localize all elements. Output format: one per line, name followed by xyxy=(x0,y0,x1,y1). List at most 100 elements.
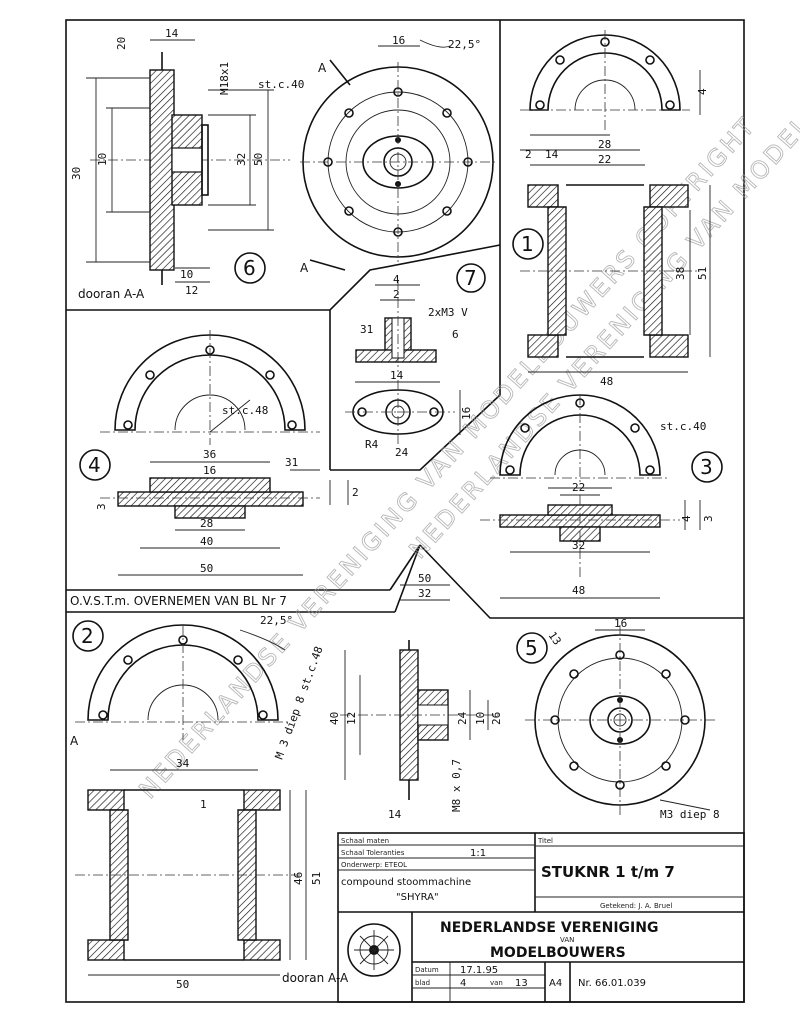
takeover-note-text: O.V.S.T.m. OVERNEMEN VAN BL Nr 7 xyxy=(70,594,287,608)
p1-dim-38: 38 xyxy=(674,267,687,280)
part-7-views: 4 2 2xM3 V 31 6 14 16 R4 24 7 xyxy=(345,263,486,459)
p4-dim-28: 28 xyxy=(200,517,213,530)
p2-balloon xyxy=(72,620,104,652)
p5-number: 5 xyxy=(525,636,538,660)
p7-dim-4: 4 xyxy=(393,273,400,286)
p5-dim-14: 14 xyxy=(388,808,402,821)
p7-balloon xyxy=(456,263,486,293)
p4-dim-31: 31 xyxy=(285,456,298,469)
association-logo xyxy=(347,923,401,977)
p5-tap-note: M3 diep 8 xyxy=(660,808,720,821)
p6-bolt-circle: st.c.40 xyxy=(258,78,304,91)
tb-tolerance-value: 1:1 xyxy=(470,848,486,859)
p5-dim-50: 50 xyxy=(418,572,431,585)
p1-dim-14: 14 xyxy=(545,148,559,161)
tb-subject-name: "SHYRA" xyxy=(396,892,439,903)
p5-dim-16: 16 xyxy=(614,617,627,630)
p6-dim-10b: 10 xyxy=(180,268,193,281)
p7-dim-16: 16 xyxy=(460,407,473,420)
p4-dim-16: 16 xyxy=(203,464,216,477)
tb-title: STUKNR 1 t/m 7 xyxy=(541,863,675,881)
p3-balloon xyxy=(691,451,723,483)
p6-dim-32: 32 xyxy=(235,153,248,166)
tb-label-scale: Schaal maten xyxy=(341,837,389,845)
p4-number: 4 xyxy=(88,453,101,477)
p6-marker-bottom: A xyxy=(300,261,309,275)
p1-dim-51: 51 xyxy=(696,267,709,280)
p7-dim-14: 14 xyxy=(390,369,404,382)
tb-label-tolerances: Schaal Toleranties xyxy=(341,849,405,857)
tb-label-date: Datum xyxy=(415,966,439,974)
p6-marker-top: A xyxy=(318,61,327,75)
p6-dim-12: 12 xyxy=(185,284,198,297)
tb-association-line3: MODELBOUWERS xyxy=(490,945,626,961)
tb-date: 17.1.95 xyxy=(460,965,498,976)
p1-dim-48: 48 xyxy=(600,375,613,388)
p4-balloon xyxy=(79,449,111,481)
p5-dim-40: 40 xyxy=(328,712,341,725)
p1-balloon xyxy=(512,228,544,260)
p2-dim-51: 51 xyxy=(310,872,323,885)
p6-width-dim: 16 xyxy=(392,34,405,47)
p7-dim-24: 24 xyxy=(395,446,409,459)
p1-dim-4: 4 xyxy=(696,88,709,95)
p6-balloon xyxy=(234,252,266,284)
tb-subject: compound stoommachine xyxy=(341,877,471,888)
p3-dim-32: 32 xyxy=(572,539,585,552)
p3-dim-4: 4 xyxy=(680,515,693,522)
p7-dim-2: 2 xyxy=(393,288,400,301)
tb-label-sheet: blad xyxy=(415,979,430,987)
p1-dim-28: 28 xyxy=(598,138,611,151)
p4-dim-2: 2 xyxy=(352,486,359,499)
p2-number: 2 xyxy=(81,624,94,648)
tb-association-line1: NEDERLANDSE VERENIGING xyxy=(440,920,658,936)
tb-sheet: 4 xyxy=(460,978,466,989)
p2-dim-50: 50 xyxy=(176,978,189,991)
part-4-views: st.c.48 36 16 31 28 40 50 3 2 4 xyxy=(79,330,359,576)
p6-dim-30: 30 xyxy=(70,167,83,180)
p2-section-label: dooran A-A xyxy=(282,971,349,985)
p7-number: 7 xyxy=(464,266,477,290)
part-3-views: st.c.40 22 32 48 4 3 3 xyxy=(480,394,723,599)
tb-label-title: Titel xyxy=(537,837,553,845)
p5-balloon xyxy=(516,632,548,664)
p2-dim-34: 34 xyxy=(176,757,190,770)
p3-dim-3: 3 xyxy=(702,515,715,522)
tb-association-line2: VAN xyxy=(560,936,574,944)
p3-bolt-circle: st.c.40 xyxy=(660,420,706,433)
p6-number: 6 xyxy=(243,256,256,280)
p7-note: 2xM3 V xyxy=(428,306,468,319)
tb-drawn-by: Getekend: J. A. Bruel xyxy=(600,902,672,910)
p6-dim-14: 14 xyxy=(165,27,179,40)
p2-marker: A xyxy=(70,734,79,748)
p5-dim-32: 32 xyxy=(418,587,431,600)
p5-dim-10: 10 xyxy=(474,712,487,725)
p6-angle: 22,5° xyxy=(448,38,481,51)
tb-format: A4 xyxy=(549,978,562,989)
copyright-watermark: NEDERLANDSE VERENIGING VAN MODELBOUWERS … xyxy=(133,0,800,804)
part-2-views: 22,5° M 3 diep 8 st.c.48 A 34 1 50 46 51… xyxy=(70,614,349,991)
p5-dim-13: 13 xyxy=(546,629,564,647)
p3-dim-48: 48 xyxy=(572,584,585,597)
title-block: Schaal maten Schaal Toleranties 1:1 Onde… xyxy=(337,832,745,1003)
takeover-note: O.V.S.T.m. OVERNEMEN VAN BL Nr 7 xyxy=(70,594,287,608)
p4-dim-36: 36 xyxy=(203,448,216,461)
p1-dim-22: 22 xyxy=(598,153,611,166)
p6-thread: M18x1 xyxy=(218,62,231,95)
p2-dim-46: 46 xyxy=(292,872,305,885)
p5-dim-24: 24 xyxy=(456,711,469,725)
p5-dim-12: 12 xyxy=(345,712,358,725)
p1-number: 1 xyxy=(521,232,534,256)
p5-thread-note: M8 x 0,7 xyxy=(450,759,463,812)
part-1-views: 4 28 22 2 14 38 51 48 1 xyxy=(512,30,711,388)
p2-angle: 22,5° xyxy=(260,614,293,627)
p7-dim-31: 31 xyxy=(360,323,373,336)
p6-dim-20: 20 xyxy=(115,37,128,50)
p4-dim-40: 40 xyxy=(200,535,213,548)
p6-dim-10: 10 xyxy=(96,153,109,166)
p1-dim-2: 2 xyxy=(525,148,532,161)
p7-dim-R4: R4 xyxy=(365,438,379,451)
part-6-front-view: 16 22,5° st.c.40 A A 6 xyxy=(234,34,496,284)
p3-number: 3 xyxy=(700,455,713,479)
